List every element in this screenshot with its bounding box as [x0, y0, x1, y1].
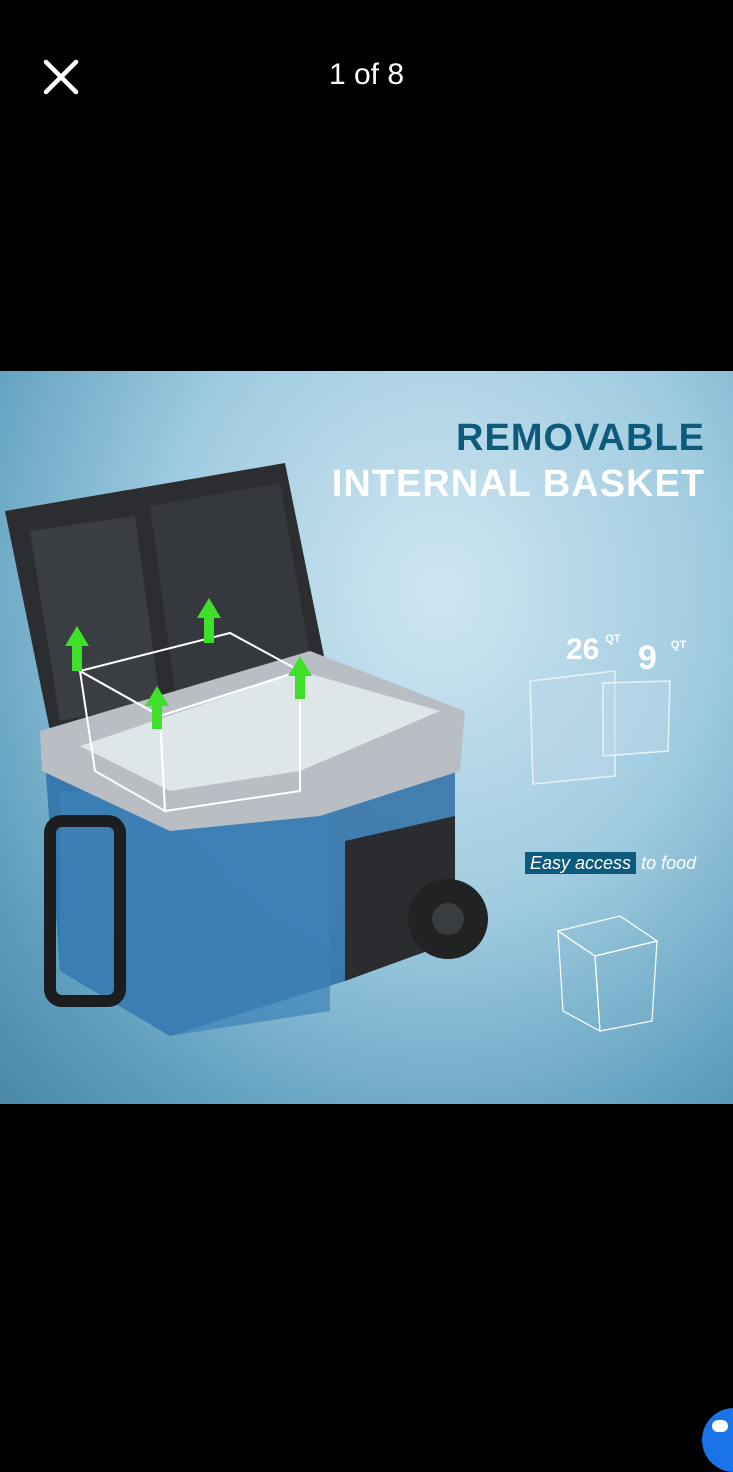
heading-removable: REMOVABLE: [456, 417, 705, 459]
heading-internal-basket: INTERNAL BASKET: [331, 463, 705, 505]
chat-bubble-icon[interactable]: [702, 1408, 733, 1472]
easy-access-caption: Easy access to food: [525, 852, 696, 874]
cooler-illustration: [5, 463, 671, 1036]
close-icon[interactable]: [40, 56, 82, 98]
image-counter: 1 of 8: [328, 58, 405, 91]
